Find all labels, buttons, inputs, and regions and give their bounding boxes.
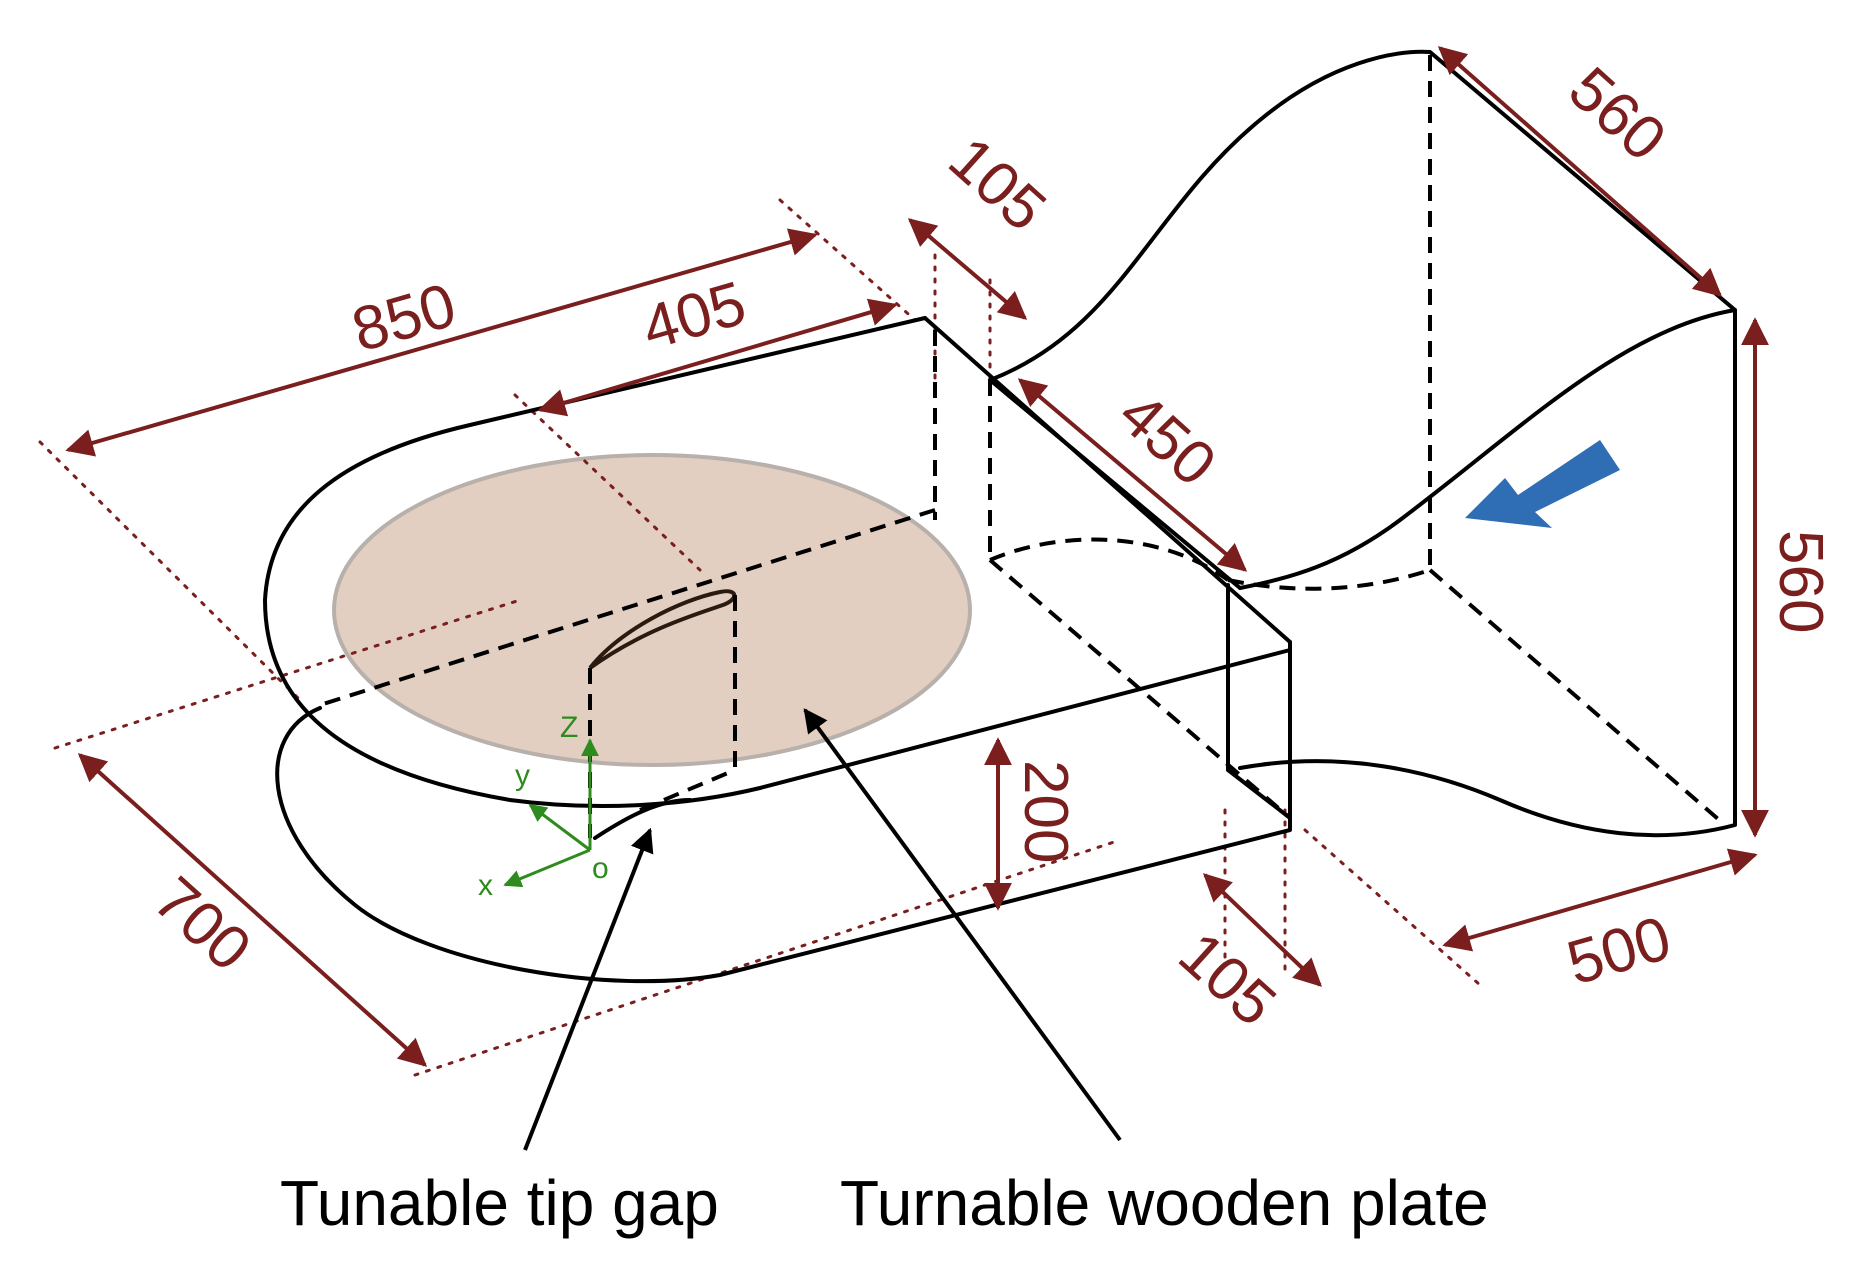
dim-560-right: 560 [1766,530,1835,633]
wooden-plate [332,453,972,767]
flow-direction-arrow [1465,440,1620,528]
dim-700: 700 [141,864,264,985]
dim-560-top: 560 [1556,54,1679,175]
axis-z-label: Z [560,711,578,744]
caption-tip-gap: Tunable tip gap [280,1167,719,1239]
dim-500: 500 [1560,904,1678,999]
wooden-plate-pointer [803,708,1122,1142]
dim-450: 450 [1106,379,1229,500]
front-block [923,316,1292,820]
dim-200: 200 [1011,760,1080,863]
caption-wooden-plate: Turnable wooden plate [840,1167,1489,1239]
inlet-nozzle [988,49,1737,838]
tip-gap-pointer [523,827,654,1151]
blade-tip [593,798,692,840]
axis-origin-label: o [592,852,609,885]
dim-105-top: 105 [936,124,1059,245]
dim-850: 850 [345,271,463,366]
axis-x-label: x [478,869,493,902]
axis-y-label: y [515,759,530,792]
dimension-arrows [65,46,1769,1067]
coordinate-axes: Z y x o [478,711,609,902]
